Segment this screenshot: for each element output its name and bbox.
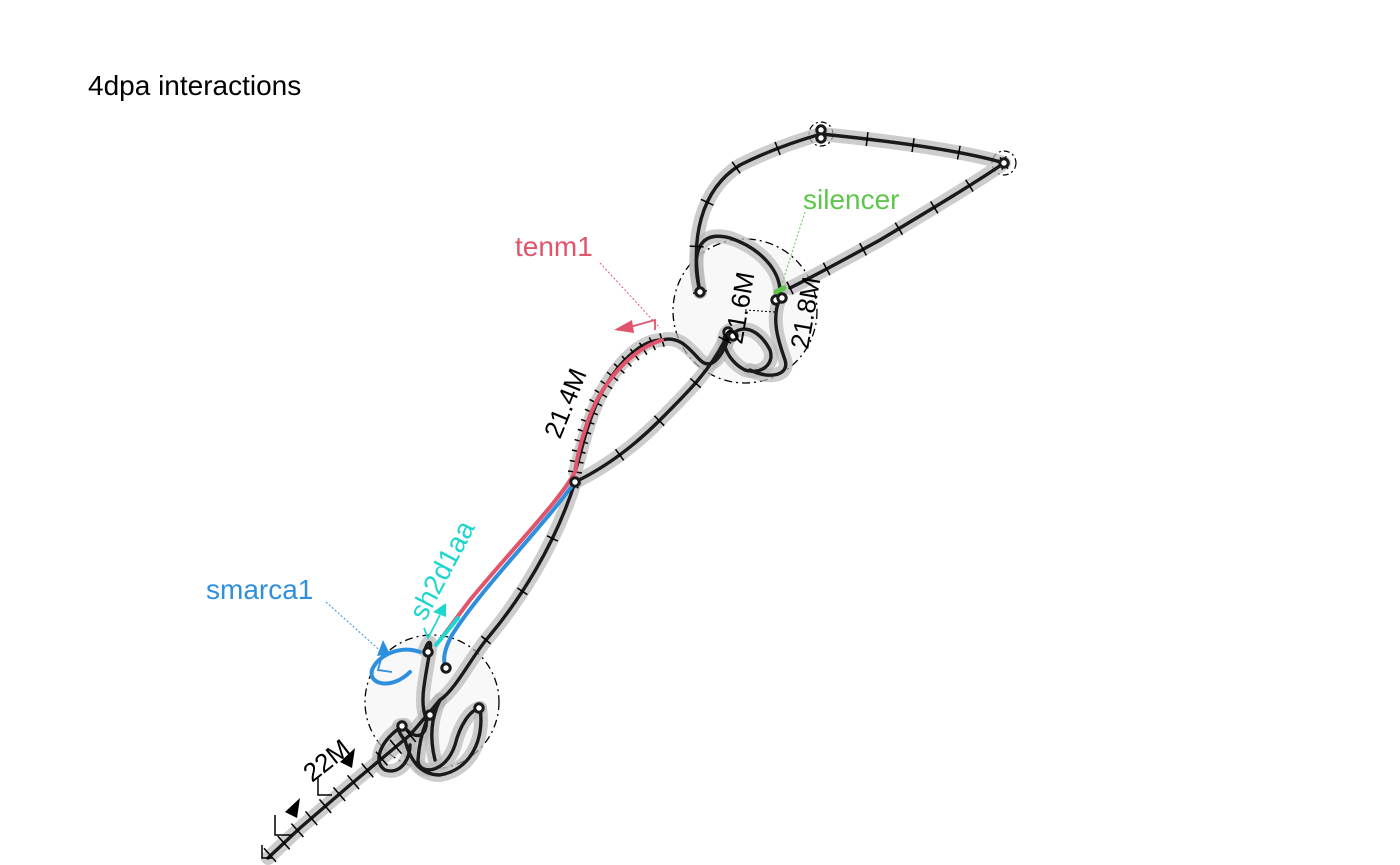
- tick: [859, 242, 868, 256]
- anchor-circle: [727, 330, 739, 342]
- tick: [375, 751, 389, 767]
- coverage-halo: [261, 127, 1011, 865]
- tick: [731, 161, 741, 174]
- anchor-circle: [396, 720, 408, 732]
- tenm1-track: [438, 338, 664, 642]
- scale-bracket: [274, 815, 292, 836]
- tenm1-arrow: [629, 318, 656, 330]
- tick: [774, 141, 781, 156]
- gene-arrows: [261, 318, 656, 859]
- smarca1-label: smarca1: [206, 574, 313, 605]
- scale-arrowhead: [285, 798, 300, 818]
- backbone-segment: [722, 327, 773, 373]
- tenm1-leader: [599, 262, 661, 329]
- scale-leader: [744, 309, 776, 313]
- sh2d1aa-track: [434, 616, 460, 647]
- backbone-segment: [430, 698, 442, 762]
- figure-title: 4dpa interactions: [88, 70, 302, 101]
- anchor-circle: [998, 157, 1010, 169]
- tick: [516, 587, 528, 596]
- scale-bracket: [261, 845, 272, 859]
- backbone-segment: [438, 480, 577, 702]
- smarca1-leader: [325, 601, 386, 656]
- tenm1-arrowhead: [614, 320, 634, 333]
- backbone-segment: [377, 723, 412, 773]
- tick: [822, 262, 831, 276]
- anchor-points: [396, 124, 1010, 732]
- anchor-circle: [424, 709, 436, 721]
- tick: [929, 200, 939, 214]
- scale-bracket: [317, 778, 332, 796]
- tick: [546, 535, 559, 542]
- tick: [361, 763, 374, 778]
- tick: [346, 774, 360, 790]
- tick: [277, 835, 291, 850]
- tick: [389, 739, 403, 755]
- tick: [614, 448, 625, 461]
- smarca1-arrow: [376, 651, 393, 673]
- backbone-segment: [748, 296, 788, 377]
- tick: [653, 415, 665, 427]
- tick: [700, 198, 714, 206]
- tick: [956, 145, 961, 160]
- anchor-circle: [815, 132, 827, 144]
- sh2d1aa-arrowhead: [433, 603, 446, 617]
- tick: [786, 281, 794, 295]
- tick: [689, 245, 704, 248]
- tick: [865, 132, 869, 147]
- anchor-circle: [776, 292, 788, 304]
- backbone-segment: [266, 698, 442, 860]
- tick: [290, 823, 304, 838]
- silencer-leader: [779, 211, 806, 291]
- sh2d1aa-arrow: [423, 614, 441, 641]
- tick: [332, 786, 346, 802]
- anchor-circle: [440, 662, 452, 674]
- smarca1-track: [369, 480, 577, 686]
- anchor-circle: [569, 476, 581, 488]
- tick: [263, 847, 277, 863]
- backbone-segment: [788, 132, 1006, 290]
- tick: [689, 377, 702, 389]
- tick: [318, 798, 332, 814]
- smarca1-arrowhead: [377, 640, 390, 656]
- backbone-segment: [694, 132, 823, 294]
- scale-arrowhead: [340, 748, 355, 768]
- tick: [403, 727, 417, 743]
- halo-segment: [433, 475, 582, 707]
- tick: [894, 222, 904, 236]
- tick: [480, 635, 492, 645]
- halo-segment: [568, 332, 735, 479]
- anchor-circle: [694, 286, 706, 298]
- silencer-label: silencer: [803, 184, 899, 215]
- anchor-circle: [422, 646, 434, 658]
- backbone-segment: [403, 706, 483, 777]
- tick: [718, 336, 732, 344]
- tick: [911, 138, 915, 153]
- tenm1-label: tenm1: [515, 231, 593, 262]
- anchor-circle: [473, 702, 485, 714]
- tick: [304, 810, 318, 826]
- tick: [965, 179, 974, 192]
